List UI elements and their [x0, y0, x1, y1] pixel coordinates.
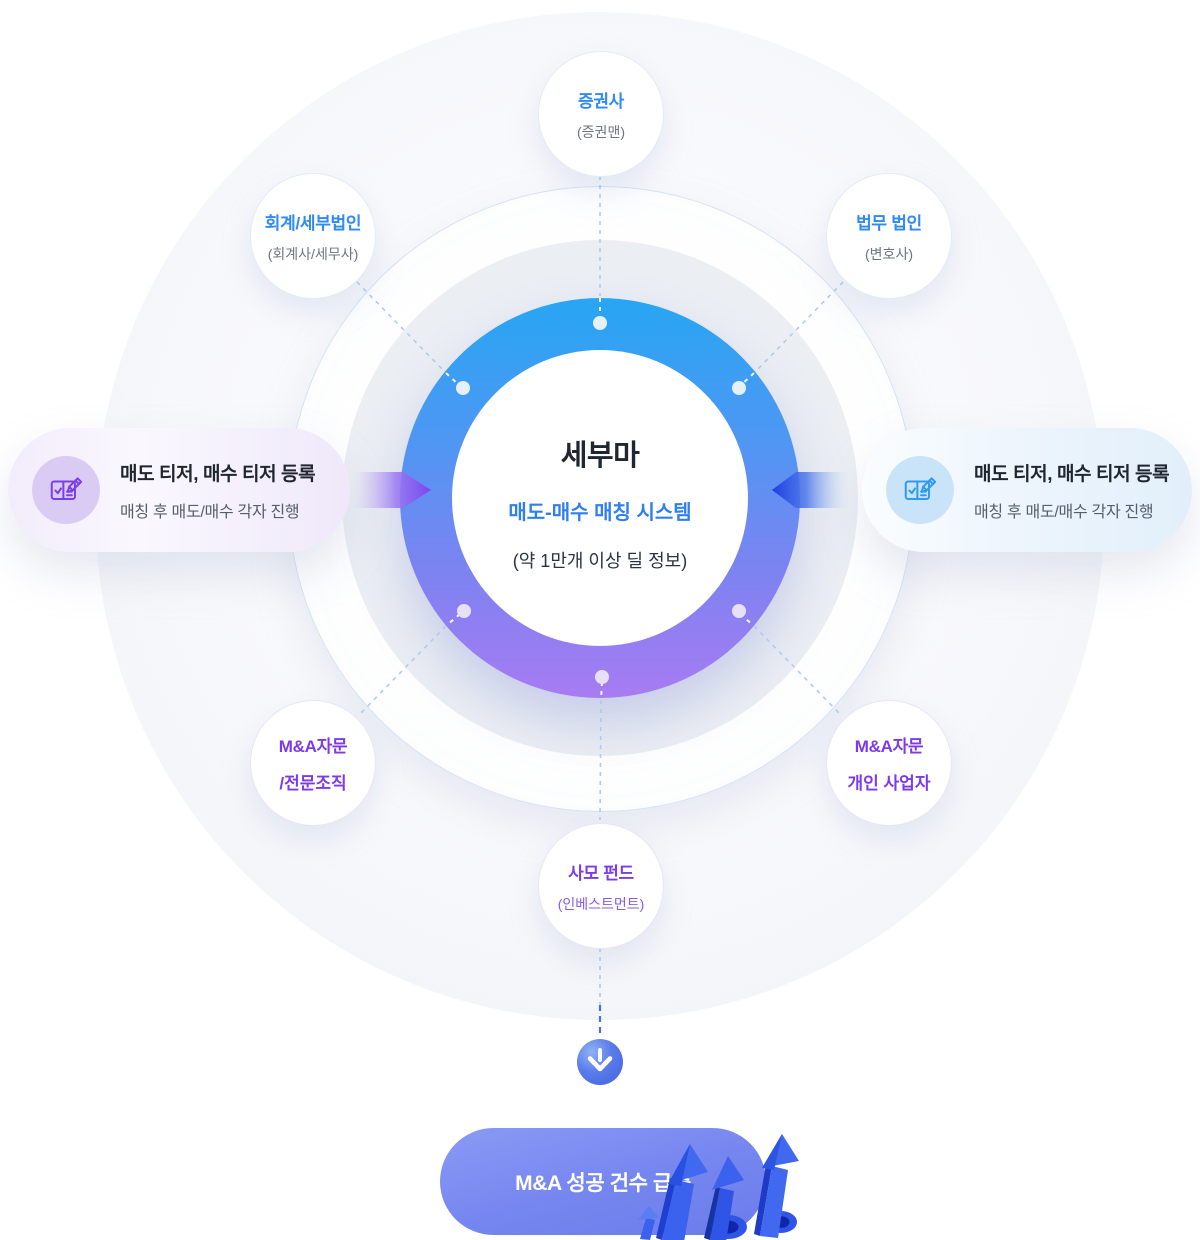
- arrow-down-icon: [577, 1039, 623, 1085]
- ring-dot-upper-left: [456, 381, 470, 395]
- note-pencil-icon: [32, 456, 100, 524]
- hub-title: 세부마: [560, 440, 640, 472]
- satellite-title: 회계/세부법인: [264, 213, 362, 233]
- satellite-subtitle: 개인 사업자: [847, 774, 931, 793]
- satellite-title: 사모 펀드: [568, 863, 634, 883]
- hub-note: (약 1만개 이상 딜 정보): [512, 551, 688, 571]
- growth-arrows-icon: [638, 1134, 799, 1240]
- satellite-ma-advisory-org: M&A자문 /전문조직: [250, 700, 376, 826]
- left-flow-arrow-icon: [353, 472, 431, 508]
- satellite-subtitle: (증권맨): [577, 123, 625, 140]
- ring-dot-upper-right: [732, 381, 746, 395]
- satellite-subtitle: (변호사): [865, 245, 913, 262]
- teaser-card-title: 매도 티저, 매수 티저 등록: [974, 463, 1170, 485]
- teaser-card-subtitle: 매칭 후 매도/매수 각자 진행: [120, 503, 300, 521]
- ring-dot-lower-left: [457, 604, 471, 618]
- center-hub: 세부마 매도-매수 매칭 시스템 (약 1만개 이상 딜 정보): [452, 350, 748, 646]
- outcome-label: M&A 성공 건수 급증: [515, 1171, 691, 1195]
- ring-dot-bottom: [595, 670, 609, 684]
- teaser-card-left: 매도 티저, 매수 티저 등록 매칭 후 매도/매수 각자 진행: [8, 428, 350, 552]
- teaser-card-right: 매도 티저, 매수 티저 등록 매칭 후 매도/매수 각자 진행: [862, 428, 1192, 552]
- satellite-title: M&A자문: [854, 737, 924, 756]
- satellite-securities-firm: 증권사 (증권맨): [538, 51, 664, 177]
- satellite-title: 증권사: [577, 91, 625, 111]
- satellite-law-firm: 법무 법인 (변호사): [826, 173, 952, 299]
- satellite-subtitle: /전문조직: [279, 774, 347, 793]
- satellite-ma-advisory-individual: M&A자문 개인 사업자: [826, 700, 952, 826]
- satellite-private-equity-fund: 사모 펀드 (인베스트먼트): [538, 823, 664, 949]
- right-flow-arrow-icon: [772, 472, 848, 508]
- note-pencil-icon: [886, 456, 954, 524]
- satellite-subtitle: (회계사/세무사): [267, 245, 359, 262]
- teaser-card-subtitle: 매칭 후 매도/매수 각자 진행: [974, 503, 1154, 521]
- satellite-title: 법무 법인: [856, 213, 922, 233]
- satellite-title: M&A자문: [278, 737, 348, 756]
- ring-dot-top: [593, 316, 607, 330]
- ring-dot-lower-right: [732, 604, 746, 618]
- hub-subtitle: 매도-매수 매칭 시스템: [508, 502, 692, 524]
- teaser-card-title: 매도 티저, 매수 티저 등록: [120, 463, 316, 485]
- satellite-subtitle: (인베스트먼트): [557, 895, 645, 912]
- satellite-accounting-tax-firm: 회계/세부법인 (회계사/세무사): [250, 173, 376, 299]
